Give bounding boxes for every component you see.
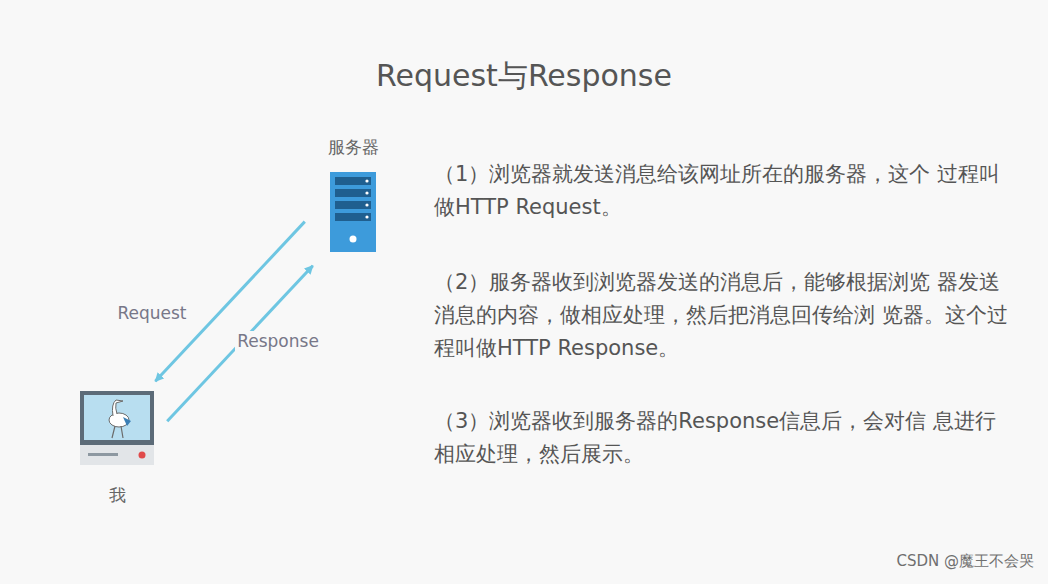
icon-wrap [79,390,155,470]
server-node: 服务器 [313,136,393,257]
arrow-connector [155,222,304,382]
watermark: CSDN @魔王不会哭 [896,552,1034,571]
node-label: 我 [109,484,126,507]
computer-icon [79,390,155,466]
icon-wrap [329,171,377,257]
server-icon [329,171,377,253]
node-label: 服务器 [328,136,379,159]
title: Request与Response [0,56,1048,97]
edge-label: Request [115,303,188,323]
edge-label: Response [235,331,321,351]
body-paragraph: （2）服务器收到浏览器发送的消息后，能够根据浏览 器发送消息的内容，做相应处理，… [434,266,1009,365]
body-paragraph: （3）浏览器收到服务器的Response信息后，会对信 息进行相应处理，然后展示… [434,405,1009,471]
body-paragraph: （1）浏览器就发送消息给该网址所在的服务器，这个 过程叫做HTTP Reques… [434,158,1009,224]
client-node: 我 [75,390,159,507]
